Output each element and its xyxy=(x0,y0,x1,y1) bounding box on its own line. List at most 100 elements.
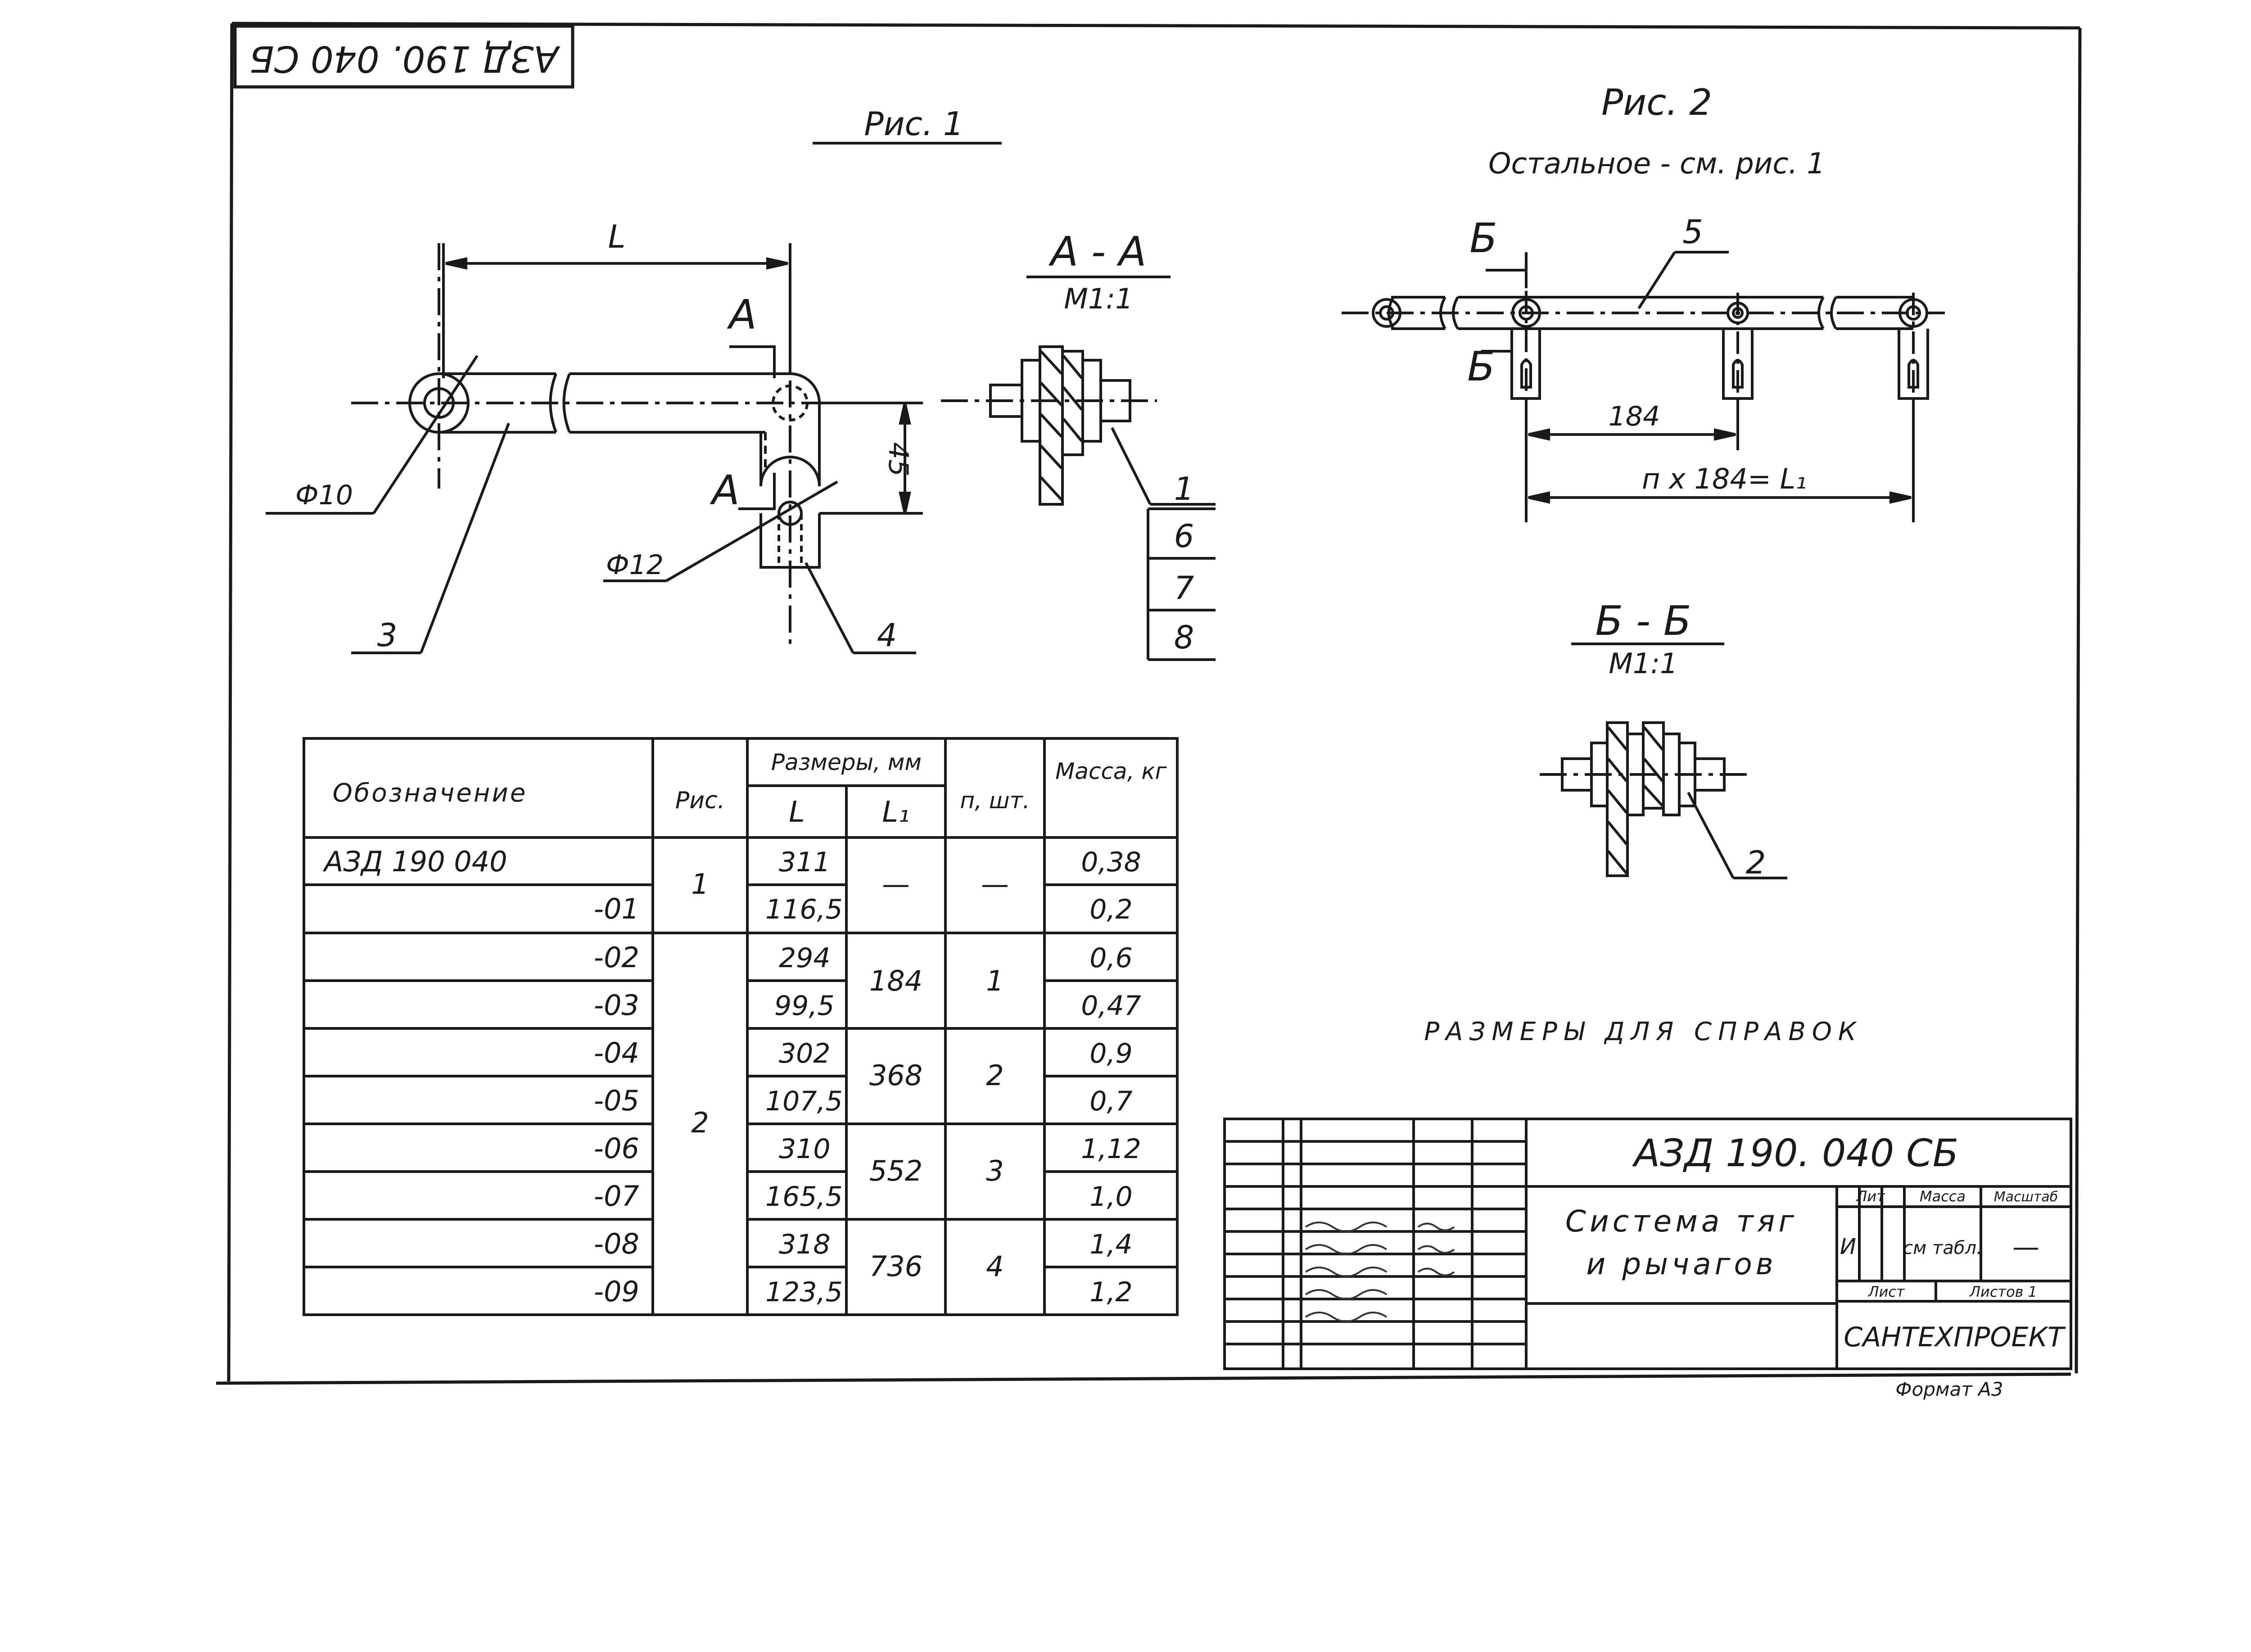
row-mass: 0,6 xyxy=(1089,942,1132,974)
section-B-B: Б - Б М1:1 2 xyxy=(1540,597,1787,881)
section-B-marker-top: Б xyxy=(1469,215,1497,262)
row-designation: -06 xyxy=(594,1132,639,1165)
row-mass: 1,12 xyxy=(1081,1133,1141,1165)
dim-45-label: 45 xyxy=(882,442,914,476)
figure-2-subtitle: Остальное - см. рис. 1 xyxy=(1488,147,1825,181)
row-mass: 0,9 xyxy=(1089,1038,1132,1069)
row-L: 99,5 xyxy=(774,990,835,1022)
group-fig-2: 2 xyxy=(691,1106,709,1139)
row-mass: 1,2 xyxy=(1089,1276,1132,1308)
group-fig-1: 1 xyxy=(691,868,709,901)
top-stamp-text: АЗД 190. 040 СБ xyxy=(249,38,560,80)
figure-2-title: Рис. 2 xyxy=(1601,81,1712,123)
table-row: -02 294 0,6 xyxy=(594,941,1133,974)
lit-value: И xyxy=(1840,1234,1856,1259)
doc-name-line2: и рычагов xyxy=(1586,1247,1776,1281)
section-A-A-title: А - А xyxy=(1049,228,1147,276)
table-row: -09 123,5 1,2 xyxy=(594,1275,1133,1308)
figure-1-title: Рис. 1 xyxy=(864,105,963,143)
section-A-A: А - А М1:1 1 6 7 8 xyxy=(941,228,1216,661)
sheet-label: Лист xyxy=(1867,1283,1905,1300)
section-B-marker-side: Б xyxy=(1467,343,1495,390)
group-L1-4: 552 xyxy=(869,1154,922,1187)
col-header-designation: Обозначение xyxy=(333,778,528,808)
phi10-label: Ф10 xyxy=(295,480,353,511)
section-B-B-position-2: 2 xyxy=(1746,844,1766,881)
table-row: -08 318 1,4 xyxy=(594,1227,1133,1260)
group-n-5: 4 xyxy=(986,1250,1003,1283)
phi12-label: Ф12 xyxy=(606,549,664,581)
group-n-4: 3 xyxy=(986,1154,1003,1187)
row-designation: -02 xyxy=(594,941,639,974)
row-designation: -05 xyxy=(594,1084,639,1117)
col-header-sizes: Размеры, мм xyxy=(771,749,922,775)
position-3-label: 3 xyxy=(377,617,398,654)
row-L: 310 xyxy=(779,1133,831,1165)
group-L1-1: — xyxy=(882,868,910,901)
figure-1: Рис. 1 xyxy=(266,105,1002,654)
row-L: 311 xyxy=(779,846,831,878)
group-L1-2: 184 xyxy=(869,964,922,997)
doc-name-line1: Система тяг xyxy=(1565,1204,1798,1239)
row-mass: 0,38 xyxy=(1081,846,1141,878)
col-header-L: L xyxy=(789,796,805,829)
lit-header: Лит xyxy=(1856,1188,1885,1205)
section-A-A-position-6: 6 xyxy=(1174,518,1194,555)
scale-header: Масштаб xyxy=(1994,1189,2058,1205)
row-designation: -01 xyxy=(594,892,639,925)
signature-strokes xyxy=(1305,1222,1455,1322)
doc-number: АЗД 190. 040 СБ xyxy=(1632,1131,1959,1175)
col-header-fig: Рис. xyxy=(675,787,725,814)
row-designation: -04 xyxy=(594,1036,639,1069)
row-mass: 0,7 xyxy=(1089,1086,1132,1117)
row-mass: 0,2 xyxy=(1089,894,1132,925)
col-header-L1: L₁ xyxy=(882,796,909,829)
reference-note: РАЗМЕРЫ ДЛЯ СПРАВОК xyxy=(1424,1017,1862,1046)
group-L1-5: 736 xyxy=(869,1250,922,1283)
sheet-frame xyxy=(216,22,2082,1385)
sheets-label: Листов 1 xyxy=(1969,1283,2037,1300)
table-row: -05 107,5 0,7 xyxy=(594,1084,1133,1117)
spec-table: Обозначение Рис. Размеры, мм L L₁ п, шт.… xyxy=(303,737,1179,1316)
dim-n-x-184-label: п х 184= L₁ xyxy=(1642,462,1807,495)
section-A-A-position-8: 8 xyxy=(1174,619,1194,656)
row-L: 294 xyxy=(779,942,831,974)
section-A-A-position-7: 7 xyxy=(1174,570,1194,606)
row-L: 123,5 xyxy=(765,1276,843,1308)
figure-2: Рис. 2 Остальное - см. рис. 1 xyxy=(1342,81,1945,522)
group-n-2: 1 xyxy=(986,964,1003,997)
group-n-1: — xyxy=(981,868,1009,901)
row-mass: 1,4 xyxy=(1089,1229,1132,1260)
group-L1-3: 368 xyxy=(869,1059,922,1092)
position-4-label: 4 xyxy=(877,617,897,654)
section-A-A-scale: М1:1 xyxy=(1064,282,1133,315)
table-row: -03 99,5 0,47 xyxy=(594,989,1141,1022)
table-row: -01 116,5 0,2 xyxy=(594,892,1133,925)
row-L: 318 xyxy=(779,1229,831,1260)
row-designation: АЗД 190 040 xyxy=(322,845,507,878)
organization-name: САНТЕХПРОЕКТ xyxy=(1844,1322,2066,1353)
mass-value: см табл. xyxy=(1903,1238,1982,1258)
top-stamp: АЗД 190. 040 СБ xyxy=(233,24,574,89)
row-L: 107,5 xyxy=(765,1086,843,1117)
title-block: АЗД 190. 040 СБ Система тяг и рычагов Ли… xyxy=(1223,1118,2072,1400)
row-designation: -07 xyxy=(594,1180,639,1213)
dim-184-label: 184 xyxy=(1609,401,1660,432)
row-designation: -08 xyxy=(594,1227,639,1260)
row-designation: -09 xyxy=(594,1275,639,1308)
dim-L-label: L xyxy=(608,218,626,255)
view-A-bottom-label: А xyxy=(710,467,740,514)
row-L: 116,5 xyxy=(765,894,843,925)
section-A-A-position-1: 1 xyxy=(1174,471,1194,507)
row-mass: 1,0 xyxy=(1089,1181,1132,1213)
col-header-n: п, шт. xyxy=(960,788,1030,814)
row-mass: 0,47 xyxy=(1081,990,1141,1022)
position-5-label: 5 xyxy=(1682,213,1703,251)
table-row: -07 165,5 1,0 xyxy=(594,1180,1133,1213)
mass-header: Масса xyxy=(1920,1188,1966,1205)
table-row: -04 302 0,9 xyxy=(594,1036,1133,1069)
row-L: 165,5 xyxy=(765,1181,843,1213)
group-n-3: 2 xyxy=(986,1059,1003,1092)
col-header-mass: Масса, кг xyxy=(1055,758,1167,784)
